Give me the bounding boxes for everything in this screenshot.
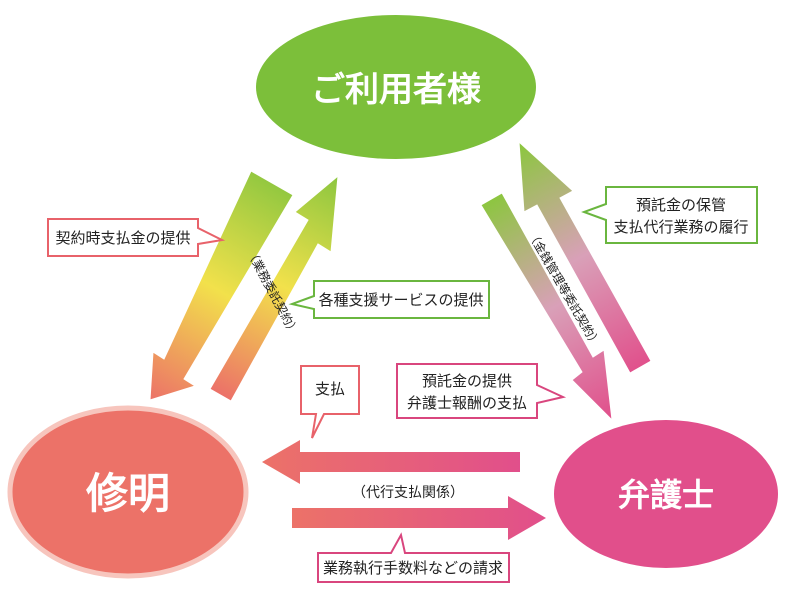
callout-support-services-text: 各種支援サービスの提供 — [318, 291, 483, 309]
callout-fee-request-text: 業務執行手数料などの請求 — [323, 559, 503, 577]
arrow-user-to-lawyer — [480, 192, 613, 422]
arrow-lawyer-to-shumei — [262, 440, 520, 484]
node-shumei — [7, 405, 249, 579]
callout-payment: 支払 — [300, 365, 360, 439]
arrow-shumei-to-user — [209, 174, 339, 402]
arrow-user-to-shumei — [149, 170, 294, 401]
callout-deposit-keep: 預託金の保管 支払代行業務の履行 — [581, 186, 758, 244]
node-user-label: ご利用者様 — [311, 70, 482, 110]
callout-deposit-keep-line1: 預託金の保管 — [636, 196, 726, 214]
callout-deposit-provide-line2: 弁護士報酬の支払 — [407, 394, 527, 412]
callout-deposit-provide-line1: 預託金の提供 — [422, 372, 512, 390]
callout-contract-payment-text: 契約時支払金の提供 — [55, 229, 190, 247]
callout-deposit-keep-line2: 支払代行業務の履行 — [613, 218, 748, 236]
callout-deposit-provide: 預託金の提供 弁護士報酬の支払 — [396, 363, 567, 419]
relation-payment-agency: （代行支払関係） — [352, 485, 464, 501]
callout-payment-text: 支払 — [315, 380, 345, 398]
arrow-lawyer-to-user — [518, 140, 652, 374]
node-lawyer-label: 弁護士 — [618, 476, 714, 514]
node-lawyer — [554, 420, 778, 568]
callout-fee-request: 業務執行手数料などの請求 — [317, 532, 510, 583]
callout-contract-payment: 契約時支払金の提供 — [47, 218, 226, 257]
node-user — [256, 15, 536, 159]
arrow-shumei-to-lawyer — [292, 496, 546, 540]
callout-support-services: 各種支援サービスの提供 — [288, 280, 490, 319]
node-shumei-label: 修明 — [86, 469, 170, 518]
